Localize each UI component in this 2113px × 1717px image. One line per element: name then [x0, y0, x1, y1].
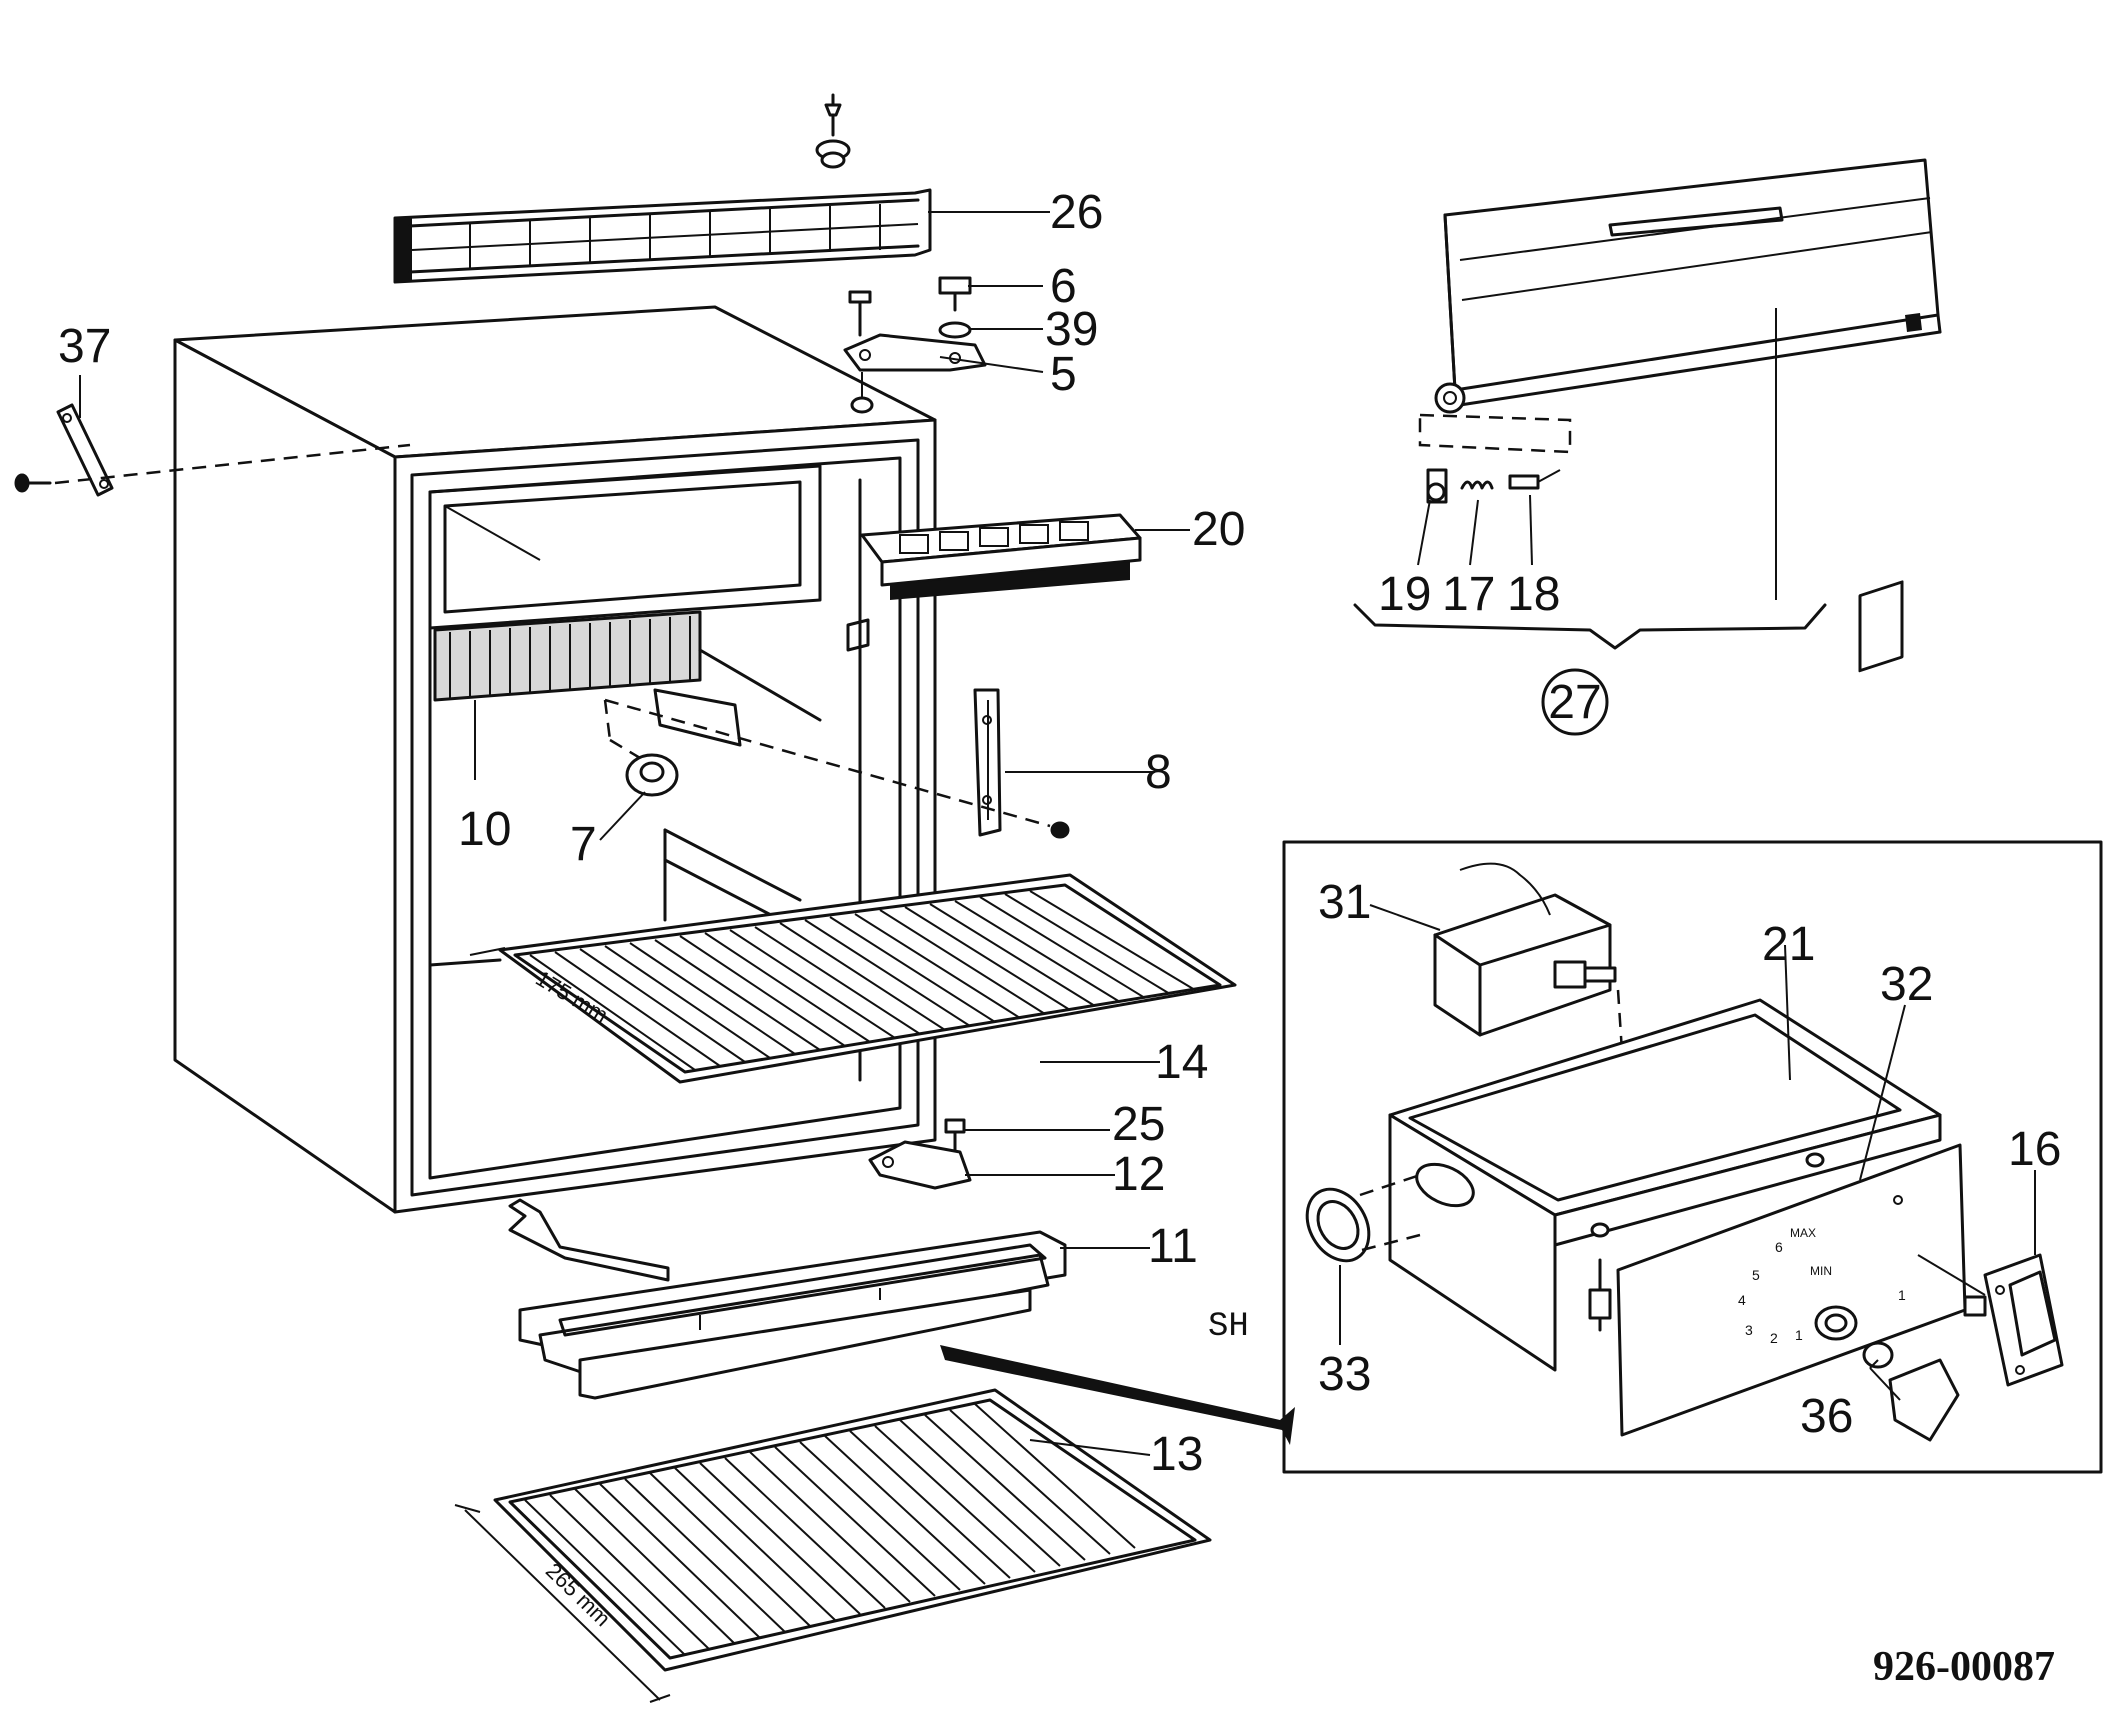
- callout-10: 10: [458, 803, 511, 856]
- mark-min: MIN: [1810, 1264, 1832, 1278]
- callout-37: 37: [58, 320, 111, 373]
- mark-4: 4: [1738, 1292, 1746, 1308]
- callout-6: 6: [1050, 260, 1077, 313]
- mark-2: 2: [1770, 1330, 1778, 1346]
- callout-20: 20: [1192, 503, 1245, 556]
- door-panel: [1418, 158, 1942, 600]
- callout-7: 7: [570, 818, 597, 871]
- callout-32: 32: [1880, 958, 1933, 1011]
- fridge-cabinet: [173, 305, 937, 1214]
- leader-lines: [79, 211, 2036, 1456]
- mark-6: 6: [1775, 1239, 1783, 1255]
- lower-wire-shelf: [454, 1388, 1212, 1703]
- arrow-lower: [940, 1345, 1295, 1445]
- upper-wire-shelf: [469, 873, 1237, 1084]
- callout-19: 19: [1378, 568, 1431, 621]
- mark-3: 3: [1745, 1322, 1753, 1338]
- ice-tray: [860, 513, 1142, 600]
- top-hinge-bracket: [843, 276, 987, 414]
- rocker-switch: [1917, 1253, 2064, 1387]
- callout-11: 11: [1148, 1220, 1198, 1273]
- top-screw: [815, 93, 851, 169]
- callout-5: 5: [1050, 348, 1077, 401]
- thermostat-knob: [1814, 1305, 1960, 1442]
- callout-33: 33: [1318, 1348, 1371, 1401]
- mark-5: 5: [1752, 1267, 1760, 1283]
- vent-grille: [393, 188, 932, 284]
- mark-max: MAX: [1790, 1226, 1816, 1240]
- callout-21: 21: [1762, 918, 1815, 971]
- arrow-upper: [508, 1198, 670, 1282]
- inset-label-sh: SH: [1208, 1308, 1249, 1346]
- callout-12: 12: [1112, 1148, 1165, 1201]
- callout-31: 31: [1318, 876, 1371, 929]
- callout-17: 17: [1442, 568, 1495, 621]
- bottom-hinge-bracket: [868, 1118, 972, 1190]
- control-box-inset: [1282, 580, 2103, 1474]
- callout-16: 16: [2008, 1123, 2061, 1176]
- callout-39: 39: [1045, 303, 1098, 356]
- callout-labels: 26 6 39 5 37 20 19 17 18 27 8 10 7 31 21…: [58, 186, 2061, 1481]
- grommet: [1305, 1173, 1421, 1263]
- callout-27: 27: [1548, 676, 1601, 729]
- panel-markings: 6 MAX MIN 5 4 3 2 1 1: [1738, 1226, 1906, 1346]
- callout-25: 25: [1112, 1098, 1165, 1151]
- mark-1: 1: [1795, 1327, 1803, 1343]
- evaporator-fins: [433, 610, 702, 702]
- callout-8: 8: [1145, 746, 1172, 799]
- callout-13: 13: [1150, 1428, 1203, 1481]
- control-housing: [1388, 998, 1942, 1372]
- shelf-rail-bracket: [604, 688, 1070, 839]
- callout-14: 14: [1155, 1036, 1208, 1089]
- callout-36: 36: [1800, 1390, 1853, 1443]
- callout-18: 18: [1507, 568, 1560, 621]
- document-code: 926-00087: [1873, 1644, 2055, 1690]
- callout-26: 26: [1050, 186, 1103, 239]
- mounting-cap: [603, 699, 679, 797]
- callout-circle-27: [1541, 668, 1609, 736]
- bracket-27: [1353, 603, 1827, 650]
- crisper-drawer: [518, 1230, 1067, 1400]
- mark-switch-1: 1: [1898, 1287, 1906, 1303]
- side-hinge-plate: [14, 403, 411, 497]
